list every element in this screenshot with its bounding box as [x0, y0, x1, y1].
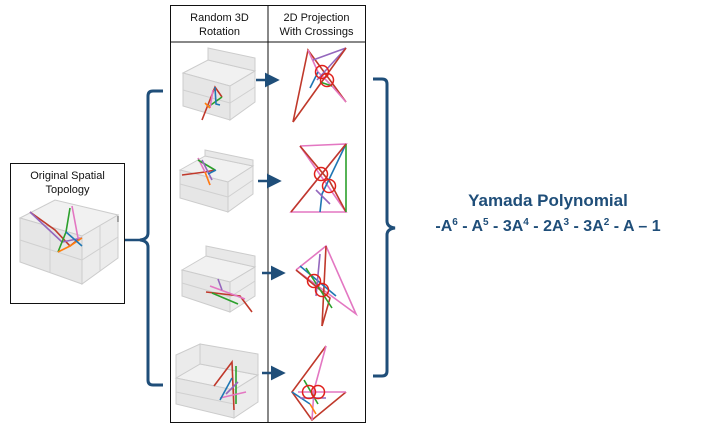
crossing-marker: [310, 384, 326, 400]
polynomial-term: - A: [457, 218, 484, 235]
rotation-panel-3: [180, 245, 257, 313]
projection-panel-1: [292, 47, 347, 123]
polynomial-exponent: 2: [603, 217, 610, 228]
rotation-panel-4: [174, 343, 260, 419]
projection-header-line1: 2D Projection: [283, 12, 350, 24]
crossing-marker: [321, 178, 337, 194]
yamada-polynomial-title: Yamada Polynomial: [468, 191, 628, 210]
polynomial-exponent: 6: [452, 217, 458, 228]
crossing-marker: [306, 273, 322, 289]
original-title-line1: Original Spatial: [30, 170, 105, 182]
rotation-panel-1: [181, 47, 257, 121]
crossing-marker: [313, 166, 329, 182]
rotation-panel-2: [178, 149, 255, 213]
original-3d-plot: [18, 199, 120, 285]
projection-header-line2: With Crossings: [279, 26, 354, 38]
crossing-marker: [301, 384, 317, 400]
projection-panel-3: [295, 244, 358, 327]
polynomial-term: - A – 1: [609, 218, 661, 235]
crossing-marker: [319, 72, 335, 88]
projection-panel-4: [291, 345, 347, 422]
polynomial-term: - 3A: [569, 218, 604, 235]
crossing-marker: [314, 64, 330, 80]
crossing-marker: [314, 282, 330, 298]
polynomial-exponent: 4: [523, 217, 529, 228]
yamada-polynomial-expression: -A6 - A5 - 3A4 - 2A3 - 3A2 - A – 1: [394, 217, 701, 236]
rotation-header-line1: Random 3D: [190, 12, 249, 24]
polynomial-exponent: 5: [483, 217, 489, 228]
right-brace: [373, 77, 396, 378]
polynomial-term: - 3A: [488, 218, 524, 235]
rotation-header-line2: Rotation: [199, 26, 240, 38]
polynomial-exponent: 3: [563, 217, 570, 228]
polynomial-term: - 2A: [528, 218, 564, 235]
projection-panel-2: [289, 143, 348, 213]
polynomial-term: -A: [435, 218, 453, 235]
original-title-line2: Topology: [45, 184, 90, 196]
left-brace: [139, 89, 163, 387]
